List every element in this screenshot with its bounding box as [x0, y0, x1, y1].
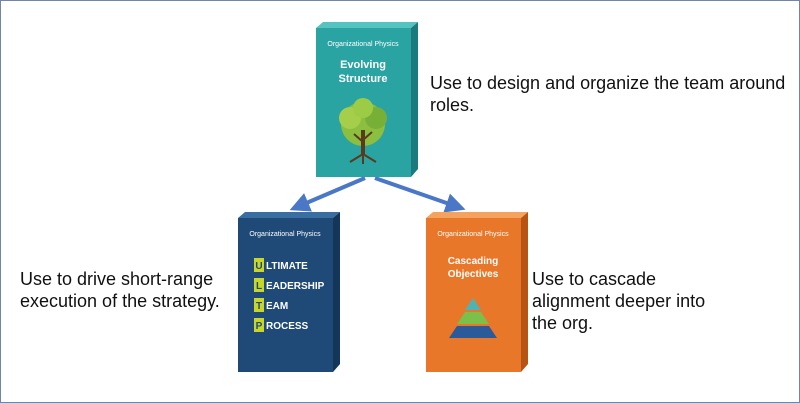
acronym-initial-u: U: [255, 261, 262, 272]
top-box-description: Use to design and organize the team arou…: [430, 73, 786, 115]
right-box-brand: Organizational Physics: [437, 231, 509, 238]
arrow-to-left-box: [289, 176, 366, 212]
ultp-box: Organizational Physics U LTIMATE L EADER…: [238, 212, 340, 372]
pyramid-icon: [449, 298, 497, 338]
top-box-title-line1: Evolving: [340, 59, 386, 71]
left-box-brand: Organizational Physics: [249, 231, 321, 238]
left-box-description: Use to drive short-range execution of th…: [20, 269, 220, 311]
ultp-acronym: U LTIMATE L EADERSHIP T EAM P ROCESS: [254, 258, 325, 332]
evolving-structure-box: Organizational Physics Evolving Structur…: [316, 22, 418, 177]
arrow-to-right-box: [374, 176, 466, 213]
cascading-objectives-box: Organizational Physics Cascading Objecti…: [426, 212, 528, 372]
acronym-rest-ultimate: LTIMATE: [266, 261, 308, 272]
acronym-initial-t: T: [256, 301, 262, 312]
acronym-rest-leadership: EADERSHIP: [266, 281, 325, 292]
top-box-brand: Organizational Physics: [327, 41, 399, 48]
acronym-initial-l: L: [256, 281, 262, 292]
right-box-title-line1: Cascading: [448, 256, 499, 267]
right-box-title-line2: Objectives: [448, 269, 499, 280]
tree-icon: [339, 98, 387, 164]
acronym-rest-team: EAM: [266, 301, 288, 312]
acronym-rest-process: ROCESS: [266, 321, 309, 332]
right-box-description: Use to cascade alignment deeper into the…: [532, 269, 706, 333]
top-box-title-line2: Structure: [339, 73, 388, 85]
acronym-initial-p: P: [256, 321, 263, 332]
